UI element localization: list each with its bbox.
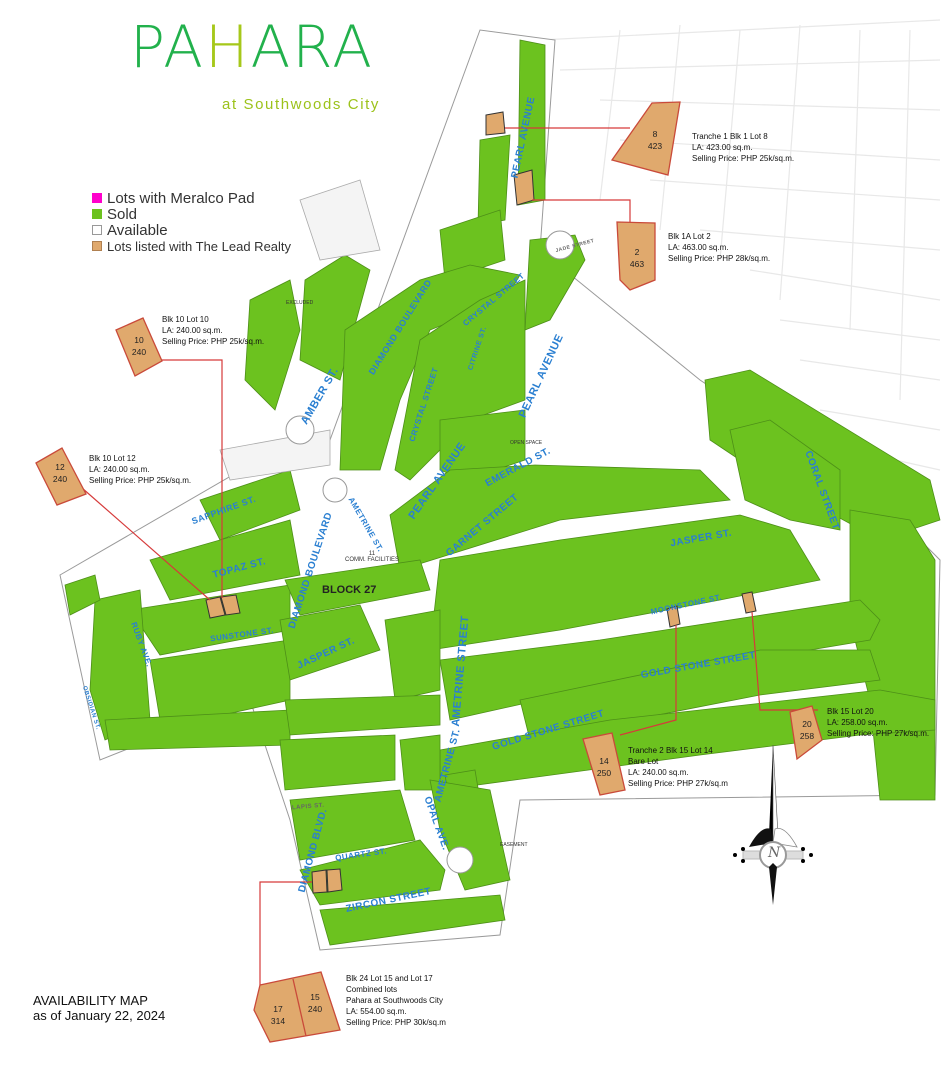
listed-swatch-icon: [92, 241, 102, 251]
callout-parcel-label[interactable]: 12 240: [45, 461, 75, 485]
listed-lots-onmap: [205, 111, 757, 894]
lot-area: 250: [596, 768, 612, 778]
lot-area: 258: [799, 731, 815, 741]
callout-blk10-lot10: Blk 10 Lot 10 LA: 240.00 sq.m. Selling P…: [162, 314, 264, 347]
callout-line: LA: 240.00 sq.m.: [89, 465, 150, 474]
callout-line: LA: 423.00 sq.m.: [692, 143, 753, 152]
lot-number: 20: [802, 719, 812, 729]
callout-line: Pahara at Southwoods City: [346, 996, 443, 1005]
lot-number: 8: [652, 129, 658, 139]
legend-item-meralco: Lots with Meralco Pad: [92, 189, 291, 207]
excluded-label: EXCLUDED: [286, 300, 314, 306]
callout-line: Selling Price: PHP 25k/sq.m.: [692, 154, 795, 163]
callout-line: Selling Price: PHP 28k/sq.m.: [668, 254, 771, 263]
callout-divider: [292, 978, 307, 1037]
callout-parcel-label[interactable]: 8 423: [640, 128, 670, 152]
callout-line: Bare Lot: [628, 757, 659, 766]
callout-line: Selling Price: PHP 27k/sq.m: [628, 779, 728, 788]
callout-blk15-lot20: Blk 15 Lot 20 LA: 258.00 sq.m. Selling P…: [827, 706, 929, 739]
callout-line: Selling Price: PHP 30k/sq.m: [346, 1018, 446, 1027]
callout-line: Blk 1A Lot 2: [668, 232, 711, 241]
lot-number: 15: [310, 992, 320, 1002]
availability-map-caption: AVAILABILITY MAP as of January 22, 2024: [33, 993, 165, 1023]
lot-area: 240: [52, 474, 68, 484]
lot-area: 314: [270, 1016, 286, 1026]
callout-parcel-label[interactable]: 17 314: [263, 1003, 293, 1027]
callout-line: Blk 10 Lot 10: [162, 315, 209, 324]
lot-number: 12: [55, 462, 65, 472]
lot-number: 2: [634, 247, 640, 257]
lot-area: 423: [647, 141, 663, 151]
lot-number: 14: [599, 756, 609, 766]
callout-line: LA: 240.00 sq.m.: [628, 768, 689, 777]
callout-line: Selling Price: PHP 25k/sq.m.: [89, 476, 192, 485]
legend-item-listed: Lots listed with The Lead Realty: [92, 238, 291, 254]
callout-blk24-lot15-17: Blk 24 Lot 15 and Lot 17 Combined lots P…: [346, 973, 446, 1028]
comm-facilities-label: 11 COMM. FACILITIES: [345, 551, 399, 563]
legend-item-available: Available: [92, 221, 291, 239]
compass-north-label: N: [768, 845, 781, 861]
brand-title-part: PA: [130, 13, 205, 81]
callout-line: Blk 15 Lot 20: [827, 707, 874, 716]
callout-parcel-label[interactable]: 10 240: [124, 334, 154, 358]
callout-line: Tranche 1 Blk 1 Lot 8: [692, 132, 768, 141]
callout-line: Tranche 2 Blk 15 Lot 14: [628, 746, 713, 755]
callout-line: LA: 554.00 sq.m.: [346, 1007, 407, 1016]
callout-blk10-lot12: Blk 10 Lot 12 LA: 240.00 sq.m. Selling P…: [89, 453, 191, 486]
callout-line: LA: 240.00 sq.m.: [162, 326, 223, 335]
callout-parcels: [35, 101, 823, 1043]
callout-parcel-label[interactable]: 15 240: [300, 991, 330, 1015]
callout-line: Combined lots: [346, 985, 398, 994]
compass-rose: [733, 744, 813, 905]
callout-line: Blk 24 Lot 15 and Lot 17: [346, 974, 433, 983]
lot-number: 17: [273, 1004, 283, 1014]
callout-line: LA: 258.00 sq.m.: [827, 718, 888, 727]
callout-line: Selling Price: PHP 27k/sq.m.: [827, 729, 930, 738]
callout-parcel-label[interactable]: 20 258: [792, 718, 822, 742]
lot-area: 240: [131, 347, 147, 357]
legend: Lots with Meralco Pad Sold Available Lot…: [92, 190, 291, 254]
callout-line: LA: 463.00 sq.m.: [668, 243, 729, 252]
brand-logo: PAHARA: [130, 18, 374, 76]
brand-title-accent: H: [204, 13, 251, 81]
map-title: AVAILABILITY MAP: [33, 993, 148, 1008]
easement-label: EASEMENT: [500, 842, 528, 848]
callout-blk15-lot14: Tranche 2 Blk 15 Lot 14 Bare Lot LA: 240…: [628, 745, 728, 789]
callout-blk1a-lot2: Blk 1A Lot 2 LA: 463.00 sq.m. Selling Pr…: [668, 231, 770, 264]
legend-label: Lots listed with The Lead Realty: [107, 238, 292, 254]
brand-subtitle: at Southwoods City: [222, 96, 381, 113]
map-date: as of January 22, 2024: [33, 1008, 166, 1023]
legend-label: Sold: [107, 205, 138, 223]
callout-parcel-label[interactable]: 2 463: [622, 246, 652, 270]
lot-area: 463: [629, 259, 645, 269]
facility-name: COMM. FACILITIES: [345, 557, 400, 563]
callout-blk1-lot8: Tranche 1 Blk 1 Lot 8 LA: 423.00 sq.m. S…: [692, 131, 794, 164]
lot-number: 11: [368, 551, 376, 557]
lot-area: 240: [307, 1004, 323, 1014]
leader-lines: [81, 127, 818, 985]
available-swatch-icon: [92, 225, 102, 235]
sold-blocks: [64, 39, 941, 946]
callout-line: Blk 10 Lot 12: [89, 454, 136, 463]
callout-parcel-label[interactable]: 14 250: [589, 755, 619, 779]
legend-item-sold: Sold: [92, 205, 291, 223]
legend-label: Available: [107, 221, 168, 239]
open-space-label: OPEN SPACE: [510, 440, 543, 446]
brand-title-part: ARA: [250, 13, 374, 81]
meralco-swatch-icon: [92, 193, 102, 203]
legend-label: Lots with Meralco Pad: [107, 189, 255, 207]
block-27-label: BLOCK 27: [322, 584, 377, 596]
lot-number: 10: [134, 335, 144, 345]
callout-line: Selling Price: PHP 25k/sq.m.: [162, 337, 265, 346]
sold-swatch-icon: [92, 209, 102, 219]
